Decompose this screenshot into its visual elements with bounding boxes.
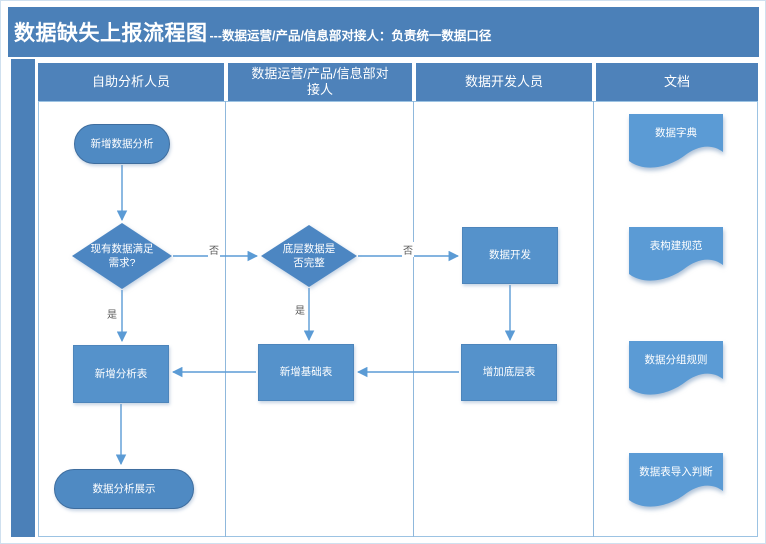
title-annotation: ---数据运营/产品/信息部对接人：负责统一数据口径 — [209, 28, 492, 43]
node-label: 新增分析表 — [94, 367, 148, 380]
document-label: 数据分组规则 — [644, 354, 708, 366]
node-new-base-table: 新增基础表 — [258, 344, 354, 401]
document-shape-icon — [629, 227, 723, 281]
document-label: 表构建规范 — [649, 240, 703, 252]
document-shape-icon — [629, 114, 723, 168]
edge-label-yes-2: 是 — [294, 302, 306, 317]
node-label: 新增基础表 — [279, 366, 333, 379]
node-start: 新增数据分析 — [74, 124, 170, 164]
lane-header-data-developer: 数据开发人员 — [416, 63, 592, 101]
node-decision-need: 现有数据满足需求? — [72, 223, 172, 289]
node-label: 新增数据分析 — [90, 137, 154, 150]
document-shape-icon — [629, 453, 723, 507]
title-bar: 数据缺失上报流程图---数据运营/产品/信息部对接人：负责统一数据口径 — [8, 7, 759, 57]
node-new-analysis-table: 新增分析表 — [73, 345, 169, 403]
edge-label-yes-1: 是 — [106, 306, 118, 321]
node-decision-complete: 底层数据是否完整 — [261, 225, 357, 287]
decision-diamond: 底层数据是否完整 — [261, 225, 357, 287]
node-add-underlying-table: 增加底层表 — [461, 344, 557, 401]
lane-header-label: 自助分析人员 — [91, 73, 170, 89]
phase-strip — [11, 59, 35, 537]
lane-header-label: 文档 — [663, 73, 690, 89]
edge-label-no-2: 否 — [402, 242, 414, 257]
document-table-build-spec: 表构建规范 — [629, 227, 723, 292]
lane-divider-3 — [593, 101, 594, 537]
document-label: 数据表导入判断 — [639, 466, 713, 478]
node-data-dev: 数据开发 — [462, 227, 558, 284]
node-end: 数据分析展示 — [54, 469, 194, 509]
document-table-import-judgement: 数据表导入判断 — [629, 453, 723, 518]
node-label: 数据开发 — [489, 249, 531, 262]
page-title: 数据缺失上报流程图 — [14, 22, 208, 45]
lane-divider-1 — [225, 101, 226, 537]
lane-header-self-analyst: 自助分析人员 — [38, 63, 224, 101]
edge-label-no-1: 否 — [208, 242, 220, 257]
decision-diamond: 现有数据满足需求? — [72, 223, 172, 289]
document-data-grouping-rules: 数据分组规则 — [629, 341, 723, 406]
node-label: 数据分析展示 — [92, 482, 156, 495]
lane-header-label: 数据开发人员 — [464, 73, 543, 89]
document-data-dictionary: 数据字典 — [629, 114, 723, 179]
lane-header-data-ops-contact: 数据运营/产品/信息部对接人 — [228, 63, 412, 101]
lane-header-label: 数据运营/产品/信息部对接人 — [251, 65, 389, 97]
lane-header-documents: 文档 — [596, 63, 758, 101]
node-label: 增加底层表 — [482, 366, 536, 379]
document-label: 数据字典 — [655, 127, 697, 139]
lane-divider-2 — [413, 101, 414, 537]
lane-area-border — [38, 101, 758, 537]
document-shape-icon — [629, 341, 723, 395]
